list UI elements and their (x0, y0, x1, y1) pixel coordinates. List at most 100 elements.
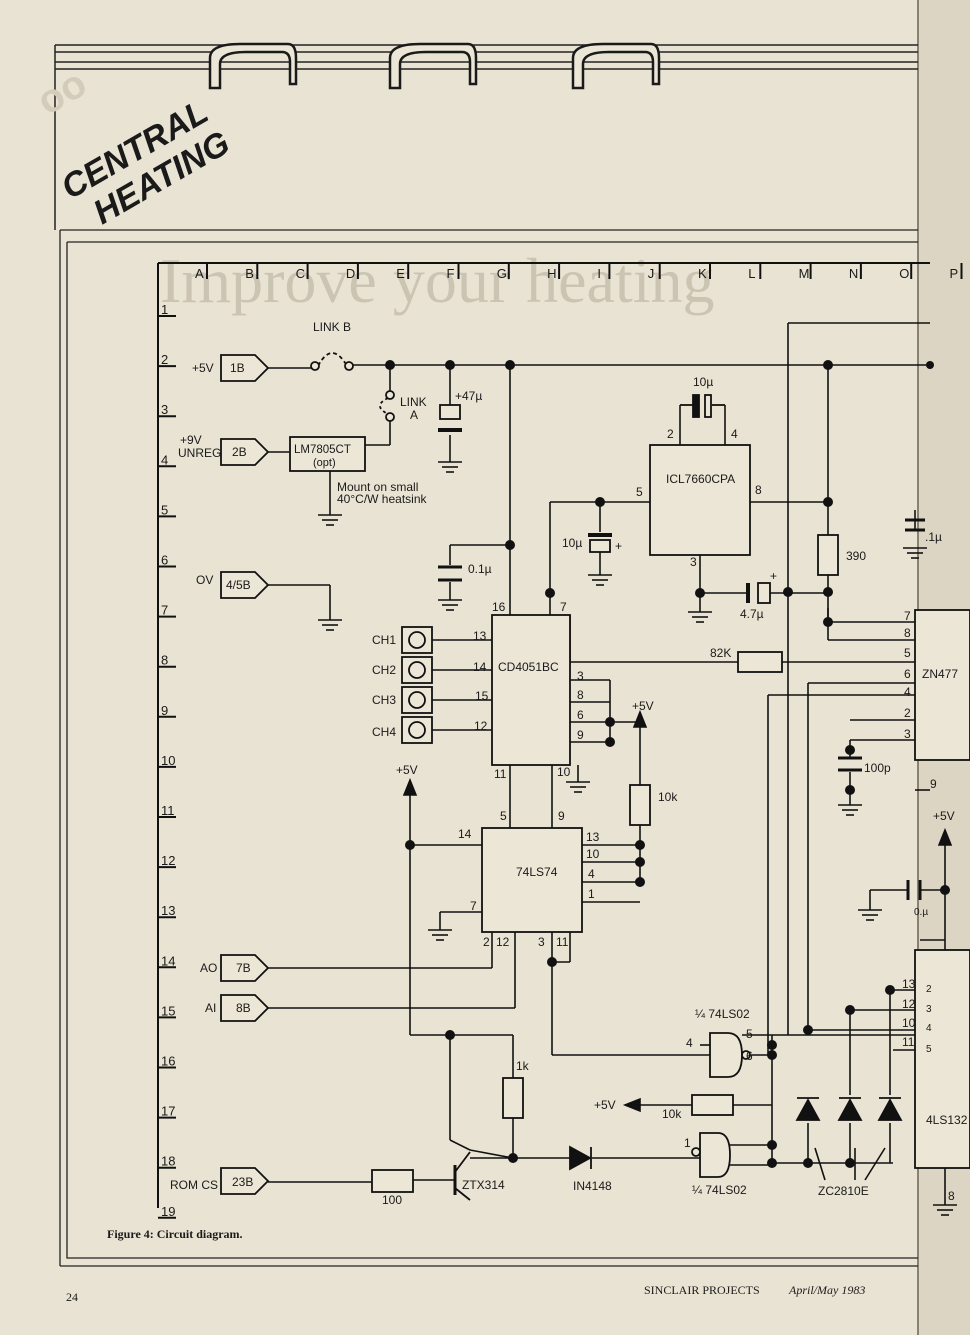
nor-pin-5: 5 (746, 1027, 753, 1041)
res-390-label: 390 (846, 549, 866, 563)
column-label-g: G (497, 266, 507, 281)
supply-unreg-label: UNREG (178, 446, 221, 460)
mux-pin-11: 11 (494, 767, 507, 781)
components (289, 352, 970, 1201)
ff-pin-1: 1 (588, 887, 595, 901)
ai-label: AI (205, 1001, 216, 1015)
edge-pin-5: 5 (926, 1044, 932, 1055)
link-a-label-2: A (410, 408, 418, 422)
cap-47-label: +47µ (455, 389, 482, 403)
row-label-2: 2 (161, 352, 168, 367)
cap-01-label: 0.1µ (468, 562, 492, 576)
row-label-14: 14 (161, 953, 175, 968)
cap-side-label: .1µ (925, 530, 942, 544)
column-label-i: I (597, 266, 601, 281)
row-label-4: 4 (161, 452, 168, 467)
cap-polarity-mark-2: + (770, 569, 777, 583)
column-label-d: D (346, 266, 355, 281)
row-label-6: 6 (161, 553, 168, 568)
column-label-j: J (648, 266, 655, 281)
res-10k-b-label: 10k (662, 1107, 682, 1121)
zn-pin-6: 6 (904, 667, 911, 681)
plus5v-label-d: +5V (933, 809, 955, 823)
ls132-label: 4LS132 (926, 1113, 968, 1127)
ls-pin-8: 8 (948, 1189, 955, 1203)
edge-pin-2: 2 (926, 984, 932, 995)
ls-pin-11: 11 (902, 1035, 915, 1049)
res-100-label: 100 (382, 1193, 402, 1207)
zn-pin-5: 5 (904, 646, 911, 660)
cap-47b-label: 4.7µ (740, 607, 764, 621)
issue-date: April/May 1983 (788, 1283, 865, 1297)
mux-pin-7: 7 (560, 600, 567, 614)
column-label-a: A (195, 266, 204, 281)
pin-2b-label: 2B (232, 445, 247, 459)
ff-pin-3: 3 (538, 935, 545, 949)
mux-label: CD4051BC (498, 660, 559, 674)
row-label-10: 10 (161, 753, 175, 768)
zn-pin-9: 9 (930, 777, 937, 791)
diagram-frame (59, 229, 918, 1267)
mount-label-1: Mount on small (337, 480, 418, 494)
ch2-label: CH2 (372, 663, 396, 677)
column-label-k: K (698, 266, 707, 281)
column-label-e: E (396, 266, 405, 281)
row-label-12: 12 (161, 853, 175, 868)
nor-top-label: ¼ 74LS02 (695, 1007, 750, 1021)
mux-pin-14: 14 (473, 660, 487, 674)
column-label-p: P (950, 266, 959, 281)
icl-label: ICL7660CPA (666, 472, 735, 486)
pin-1b-label: 1B (230, 361, 245, 375)
mux-pin-10: 10 (557, 765, 571, 779)
rom-cs-label: ROM CS (170, 1178, 218, 1192)
plus5v-label-a: +5V (396, 763, 418, 777)
ff-pin-5: 5 (500, 809, 507, 823)
column-label-h: H (547, 266, 556, 281)
connectors (220, 354, 270, 1195)
icl-pin-2: 2 (667, 427, 674, 441)
ff-pin-7: 7 (470, 899, 477, 913)
pin-7b-label: 7B (236, 961, 251, 975)
row-label-9: 9 (161, 703, 168, 718)
zn-pin-2: 2 (904, 706, 911, 720)
row-label-18: 18 (161, 1154, 175, 1169)
column-label-b: B (245, 266, 254, 281)
ls-pin-12: 12 (902, 997, 916, 1011)
regulator-label: LM7805CT (294, 444, 351, 456)
ff-pin-14: 14 (458, 827, 472, 841)
mux-pin-6: 6 (577, 708, 584, 722)
ff-pin-13: 13 (586, 830, 600, 844)
ch1-label: CH1 (372, 633, 396, 647)
row-label-11: 11 (161, 803, 175, 818)
ls-pin-10: 10 (902, 1016, 916, 1030)
magazine-name: SINCLAIR PROJECTS (644, 1283, 760, 1297)
ff-label: 74LS74 (516, 865, 558, 879)
zn-pin-8: 8 (904, 626, 911, 640)
ch3-label: CH3 (372, 693, 396, 707)
row-label-16: 16 (161, 1054, 175, 1069)
row-label-15: 15 (161, 1003, 175, 1018)
cap-10-left-label: 10µ (562, 536, 582, 550)
column-label-n: N (849, 266, 858, 281)
cap-polarity-mark: + (615, 539, 622, 553)
row-label-1: 1 (161, 302, 168, 317)
pin-8b-label: 8B (236, 1001, 251, 1015)
mux-pin-15: 15 (475, 689, 489, 703)
pin-45b-label: 4/5B (226, 578, 251, 592)
ff-pin-10: 10 (586, 847, 600, 861)
icl-pin-5: 5 (636, 485, 643, 499)
ff-pin-12: 12 (496, 935, 510, 949)
cap-side2-label: 0.µ (914, 907, 928, 918)
zn-pin-4: 4 (904, 685, 911, 699)
transistor-label: ZTX314 (462, 1178, 505, 1192)
mux-pin-9: 9 (577, 728, 584, 742)
ghost-title: Improve your heating (160, 245, 715, 316)
mount-label-2: 40°C/W heatsink (337, 492, 428, 506)
plus5v-label-c: +5V (594, 1098, 616, 1112)
column-label-m: M (799, 266, 810, 281)
wires (268, 322, 946, 1205)
mux-pin-12: 12 (474, 719, 488, 733)
zener-label: ZC2810E (818, 1184, 869, 1198)
